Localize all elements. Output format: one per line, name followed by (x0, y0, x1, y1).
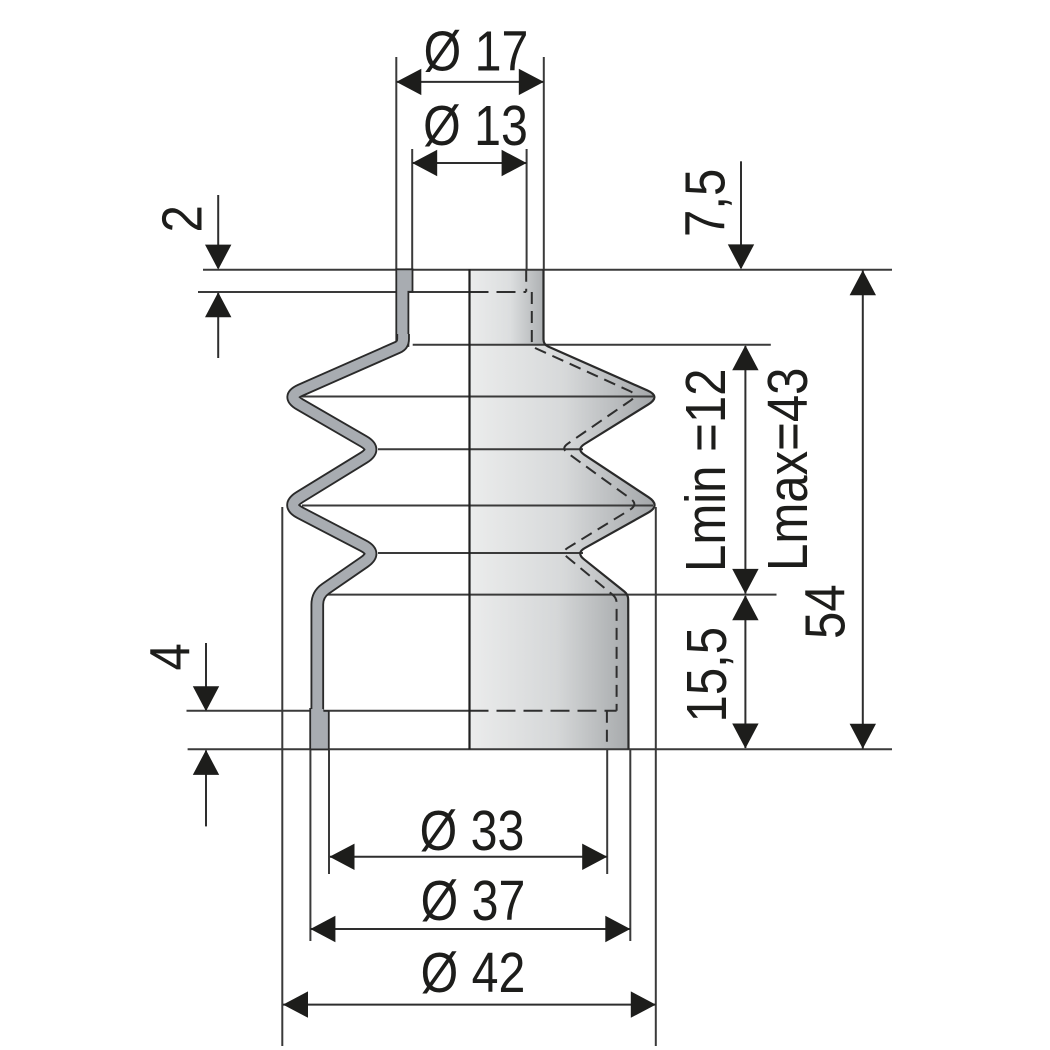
svg-text:2: 2 (151, 205, 214, 232)
svg-text:Lmax=43: Lmax=43 (757, 367, 820, 571)
svg-text:Ø 42: Ø 42 (421, 941, 526, 1004)
svg-text:15,5: 15,5 (676, 627, 739, 723)
svg-text:Ø 33: Ø 33 (420, 799, 525, 862)
svg-text:Lmin =12: Lmin =12 (675, 368, 738, 572)
svg-text:7,5: 7,5 (674, 169, 737, 237)
svg-text:Ø 17: Ø 17 (424, 20, 529, 83)
svg-text:Ø 37: Ø 37 (421, 869, 526, 932)
svg-text:54: 54 (794, 584, 857, 639)
svg-text:Ø 13: Ø 13 (423, 94, 528, 157)
svg-text:4: 4 (139, 643, 202, 670)
